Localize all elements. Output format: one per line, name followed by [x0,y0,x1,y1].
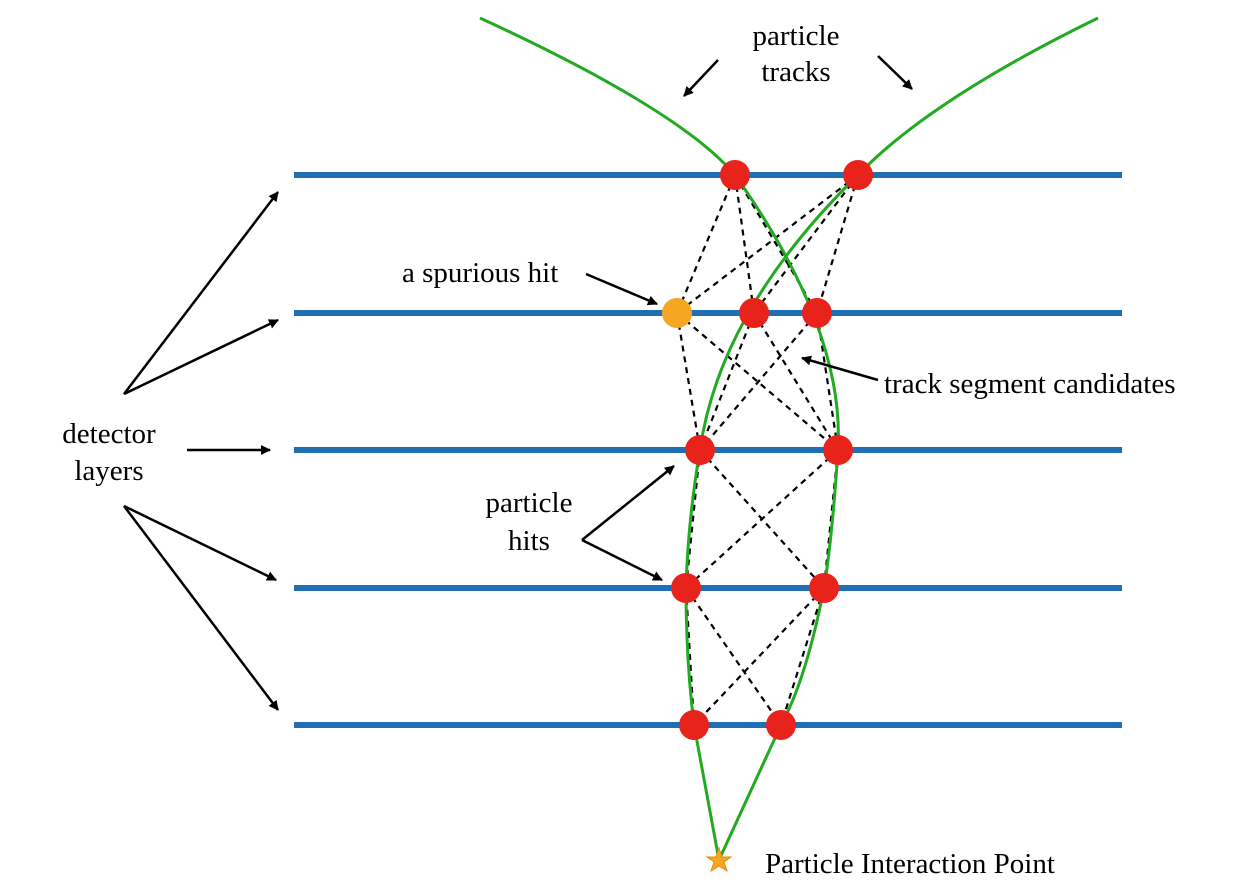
arrow-layer-5 [123,505,279,711]
segment [685,587,782,726]
segment [699,312,818,451]
annotation-arrows [123,55,913,711]
arrow-tracks-left [683,59,719,97]
particle-hit [671,573,701,603]
arrow-hits-lower [581,538,663,582]
arrow-layer-1 [123,191,279,395]
segment [779,587,826,726]
segment [753,312,839,451]
arrow-tracks-right [877,55,913,90]
arrow-layer-2 [123,318,279,396]
particle-hits [671,160,873,740]
star-icon [705,846,733,873]
label-particle-tracks-2: tracks [761,56,830,88]
label-detector-layers-2: layers [74,455,143,487]
label-particle-hits-1: particle [486,487,573,519]
segment [675,174,737,314]
arrow-track-segment [801,355,879,382]
segment [676,174,859,314]
arrow-hits-upper [581,465,675,541]
segment [693,587,825,726]
segment [815,174,860,314]
label-particle-hits-2: hits [508,525,550,557]
label-particle-tracks-1: particle [753,20,840,52]
arrow-layer-4 [123,504,277,582]
particle-track-right [684,16,1099,861]
arrow-spurious-hit [585,272,658,306]
particle-hit [679,710,709,740]
segment [698,312,756,451]
segment [685,449,839,589]
particle-hit [685,435,715,465]
particle-tracks [479,16,1099,861]
segment [733,174,756,314]
particle-track-left [479,16,840,861]
particle-hit [802,298,832,328]
label-spurious-hit: a spurious hit [402,257,558,289]
particle-hit [739,298,769,328]
particle-hit [720,160,750,190]
labels: particle tracks a spurious hit track seg… [62,20,1175,880]
particle-hit [843,160,873,190]
particle-hit [809,573,839,603]
particle-hit [823,435,853,465]
spurious-hit [662,298,692,328]
segment [753,174,859,314]
particle-hit [766,710,796,740]
segment [676,312,839,451]
label-track-segment-candidates: track segment candidates [884,368,1176,400]
label-detector-layers-1: detector [62,418,156,450]
label-interaction-point: Particle Interaction Point [765,848,1055,880]
segment [675,312,702,451]
